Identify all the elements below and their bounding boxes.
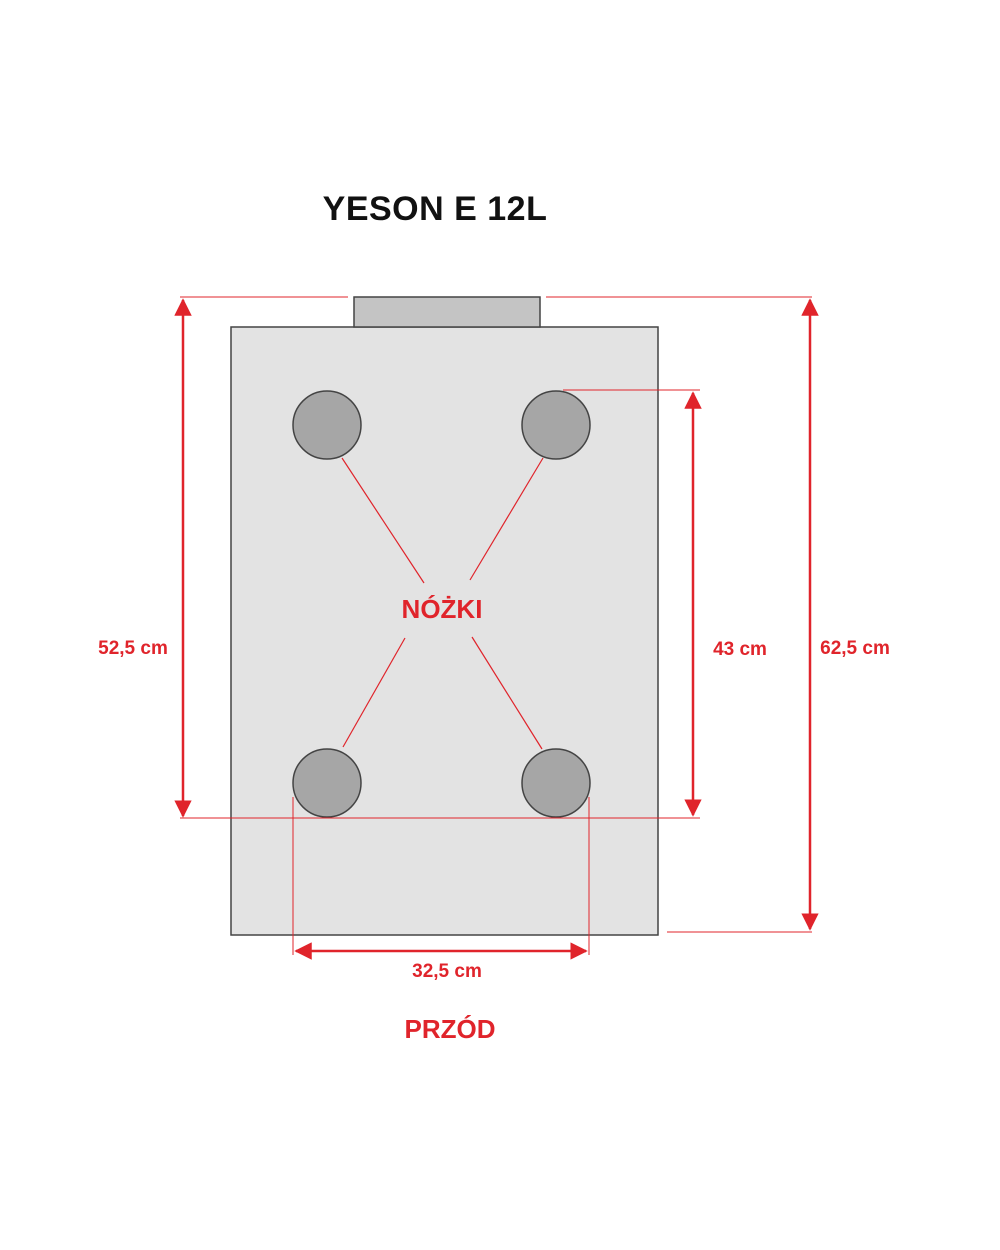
label-feet: NÓŻKI <box>402 594 483 624</box>
foot-top-left-icon <box>292 390 362 460</box>
label-body-depth: 52,5 cm <box>98 638 168 659</box>
connector-line-bottom-right <box>471 636 543 750</box>
label-feet-depth: 43 cm <box>713 639 767 660</box>
diagram-title: YESON E 12L <box>322 190 548 228</box>
foot-bottom-right-icon <box>521 748 591 818</box>
connector-line-top-right <box>469 457 544 581</box>
foot-bottom-left-icon <box>292 748 362 818</box>
label-front: PRZÓD <box>405 1014 496 1044</box>
connector-line-top-left <box>341 457 425 584</box>
label-total-depth: 62,5 cm <box>820 638 890 659</box>
foot-top-right-icon <box>521 390 591 460</box>
label-feet-width: 32,5 cm <box>412 961 482 982</box>
connector-line-bottom-left <box>342 637 406 748</box>
rear-handle <box>353 296 541 328</box>
